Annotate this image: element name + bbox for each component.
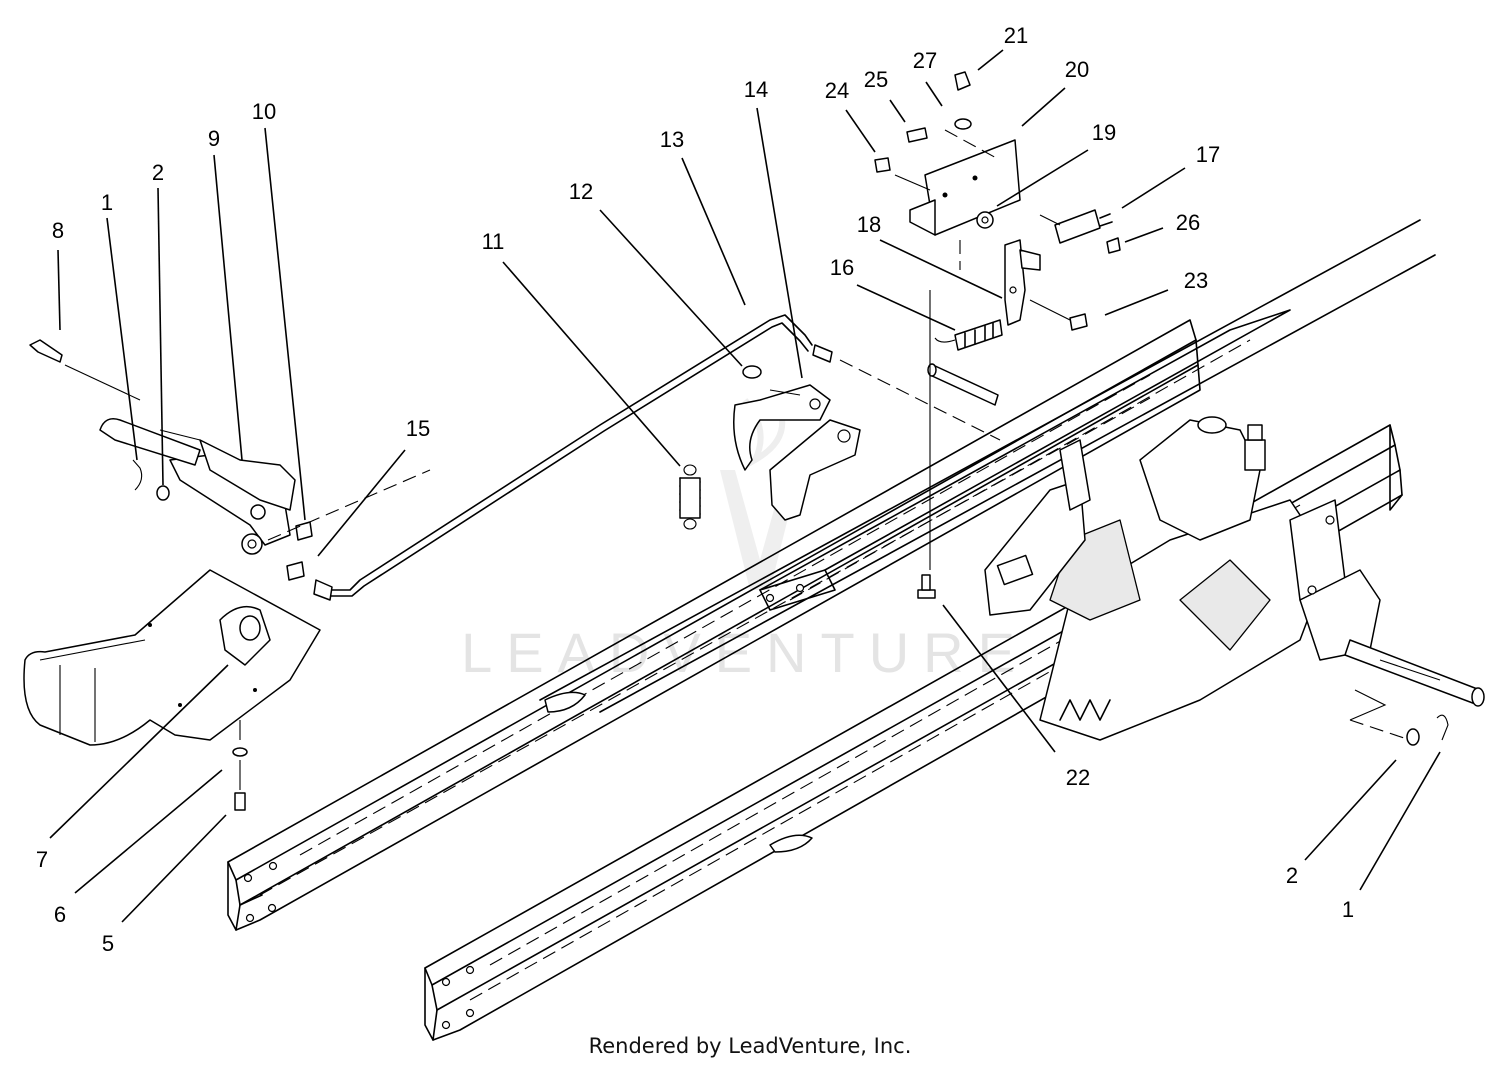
- callout-8: 8: [52, 218, 64, 243]
- spring-11: [679, 464, 701, 530]
- callout-27: 27: [913, 48, 937, 73]
- watermark-text: LEADVENTURE: [461, 621, 1029, 684]
- centre-lines: [64, 129, 1071, 790]
- actuator-18: [1004, 239, 1041, 326]
- ring-12: [742, 365, 762, 379]
- callout-25: 25: [864, 67, 888, 92]
- callout-2-right: 2: [1286, 863, 1298, 888]
- callout-1: 1: [101, 190, 113, 215]
- callout-15: 15: [406, 416, 430, 441]
- callout-5: 5: [102, 931, 114, 956]
- callout-17: 17: [1196, 142, 1220, 167]
- callout-7: 7: [36, 847, 48, 872]
- callouts: 8 1 2 9 10 15 7 6 5 11 12 13 14 16 18 24…: [36, 23, 1354, 956]
- callout-1-right: 1: [1342, 897, 1354, 922]
- brake-rod: [313, 314, 833, 601]
- leader-lines: [49, 49, 1441, 923]
- callout-19: 19: [1092, 120, 1116, 145]
- cross-channel: [539, 219, 1436, 713]
- left-hardware: [29, 339, 1449, 811]
- spring-16: [934, 319, 1003, 351]
- callout-21: 21: [1004, 23, 1028, 48]
- callout-20: 20: [1065, 57, 1089, 82]
- bracket-plate: [984, 439, 1091, 616]
- link-14: [733, 384, 861, 521]
- pedal-pad: [23, 569, 321, 746]
- callout-26: 26: [1176, 210, 1200, 235]
- callout-6: 6: [54, 902, 66, 927]
- pivot-rod: [927, 363, 999, 406]
- callout-14: 14: [744, 77, 768, 102]
- callout-18: 18: [857, 212, 881, 237]
- callout-13: 13: [660, 127, 684, 152]
- callout-9: 9: [208, 126, 220, 151]
- credit-text: Rendered by LeadVenture, Inc.: [588, 1034, 912, 1058]
- callout-2: 2: [152, 160, 164, 185]
- callout-12: 12: [569, 179, 593, 204]
- callout-16: 16: [830, 255, 854, 280]
- callout-24: 24: [825, 78, 849, 103]
- switch-bracket: [909, 139, 1113, 244]
- transaxle: [1039, 416, 1485, 741]
- pedal-assembly: [99, 418, 296, 555]
- callout-22: 22: [1066, 765, 1090, 790]
- callout-23: 23: [1184, 268, 1208, 293]
- callout-10: 10: [252, 99, 276, 124]
- callout-11: 11: [482, 229, 505, 254]
- hardware: [874, 71, 1121, 599]
